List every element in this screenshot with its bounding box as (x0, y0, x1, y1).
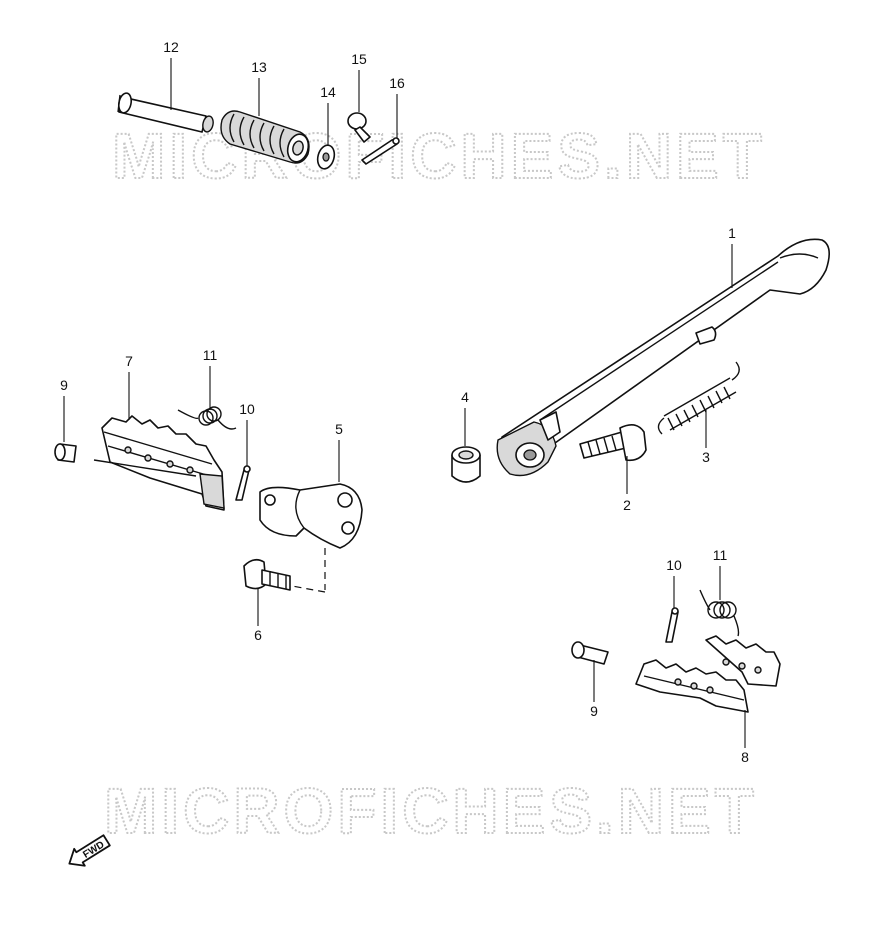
washer-part-14 (316, 144, 336, 170)
spring-part-3 (657, 361, 740, 435)
callout-6: 6 (254, 627, 262, 643)
grip-part-13 (220, 110, 310, 164)
cotter-pin-part-10-left (235, 465, 251, 501)
cotter-pin-part-10-right (665, 607, 679, 643)
pin-part-9-right (571, 641, 609, 665)
collar-part-4 (451, 446, 481, 483)
callout-8: 8 (741, 749, 749, 765)
callout-16: 16 (389, 75, 405, 91)
callout-4: 4 (461, 389, 469, 405)
callout-10-left: 10 (239, 401, 255, 417)
leader-lines (63, 58, 746, 748)
callout-13: 13 (251, 59, 267, 75)
footrest-part-8 (635, 635, 781, 713)
callout-5: 5 (335, 421, 343, 437)
callout-15: 15 (351, 51, 367, 67)
side-stand-part-1 (496, 238, 830, 477)
flange-bolt-part-6 (243, 558, 291, 591)
callout-11-right: 11 (713, 547, 728, 563)
forward-arrow-icon: FWD (68, 834, 111, 867)
assembly-guide-line-6 (291, 548, 326, 593)
callout-14: 14 (320, 84, 336, 100)
bracket-part-5 (259, 483, 363, 549)
clevis-pin-part-15 (347, 112, 371, 143)
callout-9-right: 9 (590, 703, 598, 719)
cotter-pin-part-16 (361, 137, 400, 165)
callout-10-right: 10 (666, 557, 682, 573)
watermark-bottom: MICROFICHES.NET (104, 775, 758, 847)
pin-part-9-left (54, 443, 77, 463)
torsion-spring-part-11-left (177, 406, 237, 430)
callout-7: 7 (125, 353, 133, 369)
pin-part-12 (117, 92, 214, 133)
torsion-spring-part-11-right (699, 589, 740, 637)
callout-2: 2 (623, 497, 631, 513)
footrest-part-7 (93, 415, 225, 511)
callout-1: 1 (728, 225, 736, 241)
callout-11-left: 11 (203, 347, 218, 363)
callout-12: 12 (163, 39, 179, 55)
bolt-part-2 (579, 424, 647, 462)
watermark-top: MICROFICHES.NET (112, 120, 766, 192)
callout-9-left: 9 (60, 377, 68, 393)
callout-3: 3 (702, 449, 710, 465)
